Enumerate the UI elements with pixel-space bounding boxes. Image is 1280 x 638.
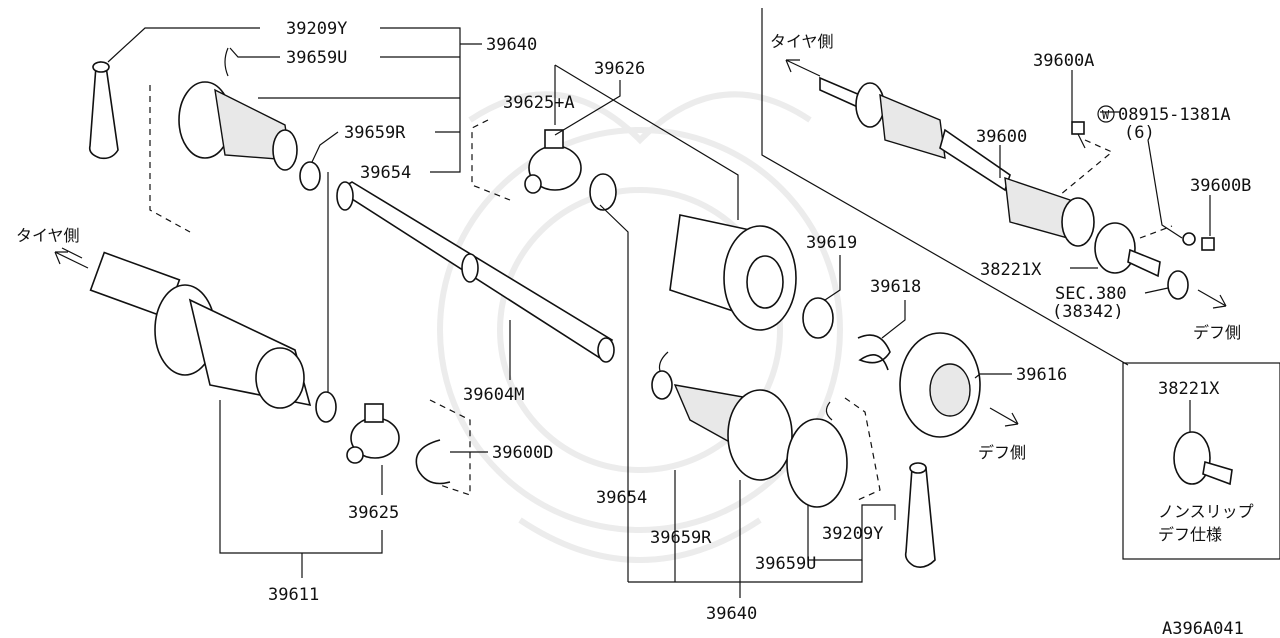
- snap-ring-39600d: [415, 439, 451, 485]
- ring-39654-upper: [589, 173, 617, 211]
- bolt-39600a: [1071, 121, 1086, 149]
- flange-dash: [1139, 225, 1173, 239]
- label-39654-top: 39654: [360, 163, 411, 183]
- label-39600: 39600: [976, 127, 1027, 147]
- spider-dash: [471, 119, 511, 201]
- seal-38342: [1167, 270, 1189, 300]
- lower-boot-dash: [844, 397, 881, 501]
- label-39604m: 39604M: [463, 385, 524, 405]
- note-diff-side-mid: デフ側: [978, 443, 1026, 462]
- label-08915-qty: (6): [1124, 123, 1155, 143]
- ring-39619: [802, 297, 834, 339]
- label-39626: 39626: [594, 59, 645, 79]
- label-39640-bottom: 39640: [706, 604, 757, 624]
- ring-39654-lower: [315, 391, 337, 423]
- band-39659r-top: [299, 161, 321, 191]
- boot-39659u-top: [178, 47, 298, 171]
- boot-band-39209y-bottom: [904, 462, 936, 568]
- label-39600a: 39600A: [1033, 51, 1094, 71]
- label-39619: 39619: [806, 233, 857, 253]
- washer-w-mark: W: [1102, 108, 1110, 122]
- spring-39618: [857, 334, 891, 371]
- label-38221x: 38221X: [980, 260, 1042, 280]
- label-39600d: 39600D: [492, 443, 553, 463]
- washer-mark-circle-icon: [1097, 105, 1115, 123]
- boot-band-39209y-top: [88, 61, 119, 160]
- note-nonslip-line2: デフ仕様: [1158, 525, 1222, 544]
- label-38342: (38342): [1052, 302, 1124, 322]
- bolt-dash: [1059, 139, 1114, 196]
- leader-lines: [107, 27, 1211, 598]
- arrow-tire-side-left-icon: [54, 247, 89, 269]
- label-sec380: SEC.380: [1055, 284, 1127, 304]
- snap-ring-dash: [429, 399, 471, 496]
- label-39625: 39625: [348, 503, 399, 523]
- band-clip-lower: [825, 401, 833, 421]
- label-39625a: 39625+A: [503, 93, 575, 113]
- label-39659u-top: 39659U: [286, 48, 347, 68]
- inner-housing-39626: [669, 214, 797, 331]
- boot-group-dash-left: [149, 85, 191, 233]
- label-39640-top: 39640: [486, 35, 537, 55]
- note-tire-side-right: タイヤ側: [770, 32, 834, 51]
- drive-shaft-39600: [819, 76, 1095, 247]
- label-39659r-top: 39659R: [344, 123, 406, 143]
- arrow-diff-side-right-icon: [1197, 289, 1227, 309]
- band-39659r-lower: [786, 418, 848, 508]
- plate-39616: [899, 332, 981, 438]
- housing-39611: [89, 251, 312, 409]
- section-divider: [761, 8, 1129, 366]
- label-39659r-bottom: 39659R: [650, 528, 712, 548]
- spider-39625: [346, 403, 400, 464]
- label-39659u-bottom: 39659U: [755, 554, 816, 574]
- label-39654-bottom: 39654: [596, 488, 647, 508]
- arrow-diff-side-mid-icon: [989, 407, 1019, 427]
- label-39618: 39618: [870, 277, 921, 297]
- washer-08915: [1182, 232, 1196, 246]
- label-39600b: 39600B: [1190, 176, 1251, 196]
- flange-38221x: [1094, 222, 1161, 278]
- note-tire-side-left: タイヤ側: [16, 226, 80, 245]
- label-38221x-inset: 38221X: [1158, 379, 1220, 399]
- spider-39625a: [524, 129, 582, 194]
- flange-38221x-inset: [1173, 431, 1233, 486]
- shaft-39604m: [336, 181, 615, 363]
- note-diff-side-right: デフ側: [1193, 323, 1241, 342]
- boot-39659u-lower: [651, 370, 793, 481]
- watermark-emblem: [437, 91, 843, 563]
- label-39611: 39611: [268, 585, 319, 605]
- nut-39600b: [1201, 237, 1215, 251]
- label-39209y-top: 39209Y: [286, 19, 347, 39]
- label-08915-1381a: 08915-1381A: [1118, 105, 1231, 125]
- arrow-tire-side-right-icon: [785, 59, 821, 77]
- reference-code: A396A041: [1162, 619, 1244, 638]
- label-39209y-bottom: 39209Y: [822, 524, 883, 544]
- note-nonslip-line1: ノンスリップ: [1158, 502, 1254, 521]
- label-39616: 39616: [1016, 365, 1067, 385]
- nonslip-inset-box: [1122, 362, 1280, 560]
